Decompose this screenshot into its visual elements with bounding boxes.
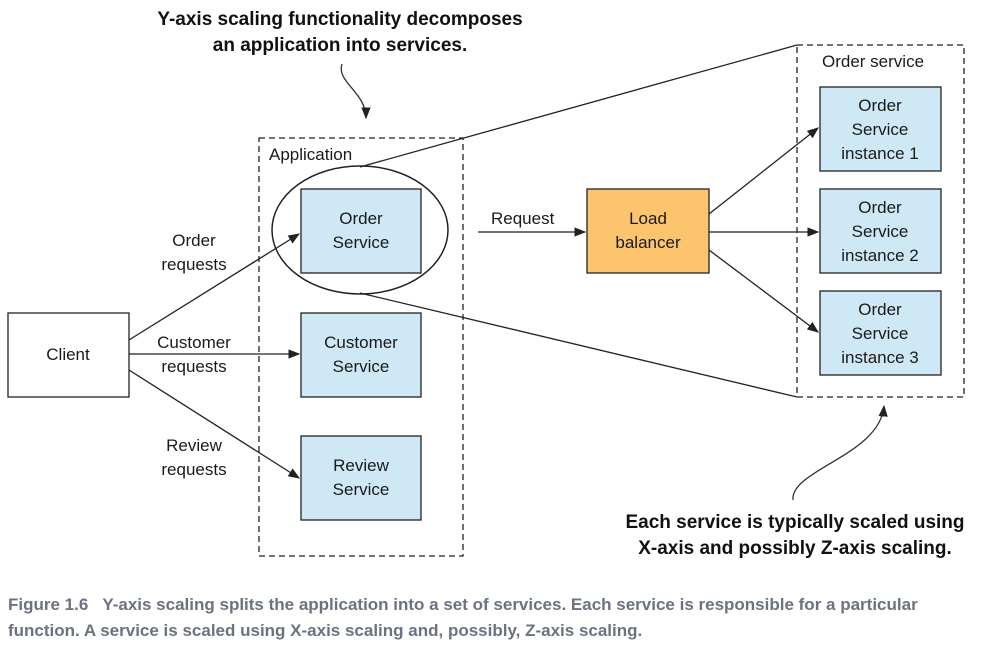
bottom-callout-pointer [792,404,888,501]
bottom-callout-line2: X-axis and possibly Z-axis scaling. [638,538,952,559]
top-callout-line1: Y-axis scaling functionality decomposes [157,9,522,30]
client-box [7,312,130,398]
instance-1-line1: Order [858,96,902,115]
review-requests-label-line2: requests [161,460,226,479]
order-service-label-line1: Order [339,209,383,228]
lb-to-instance1-arrow [708,127,819,215]
instance-1-line2: Service [852,120,909,139]
customer-requests-label-line1: Customer [157,333,231,352]
review-requests-arrow [128,369,300,479]
instance-3-line1: Order [858,300,902,319]
order-service-label-line2: Service [333,233,390,252]
figure-caption-text: Y-axis scaling splits the application in… [8,595,918,640]
order-service-container [796,44,965,398]
application-container [258,137,464,557]
instance-2-line1: Order [858,198,902,217]
customer-service-label-line2: Service [333,357,390,376]
review-requests-label-line1: Review [166,436,222,455]
zoom-line-top [359,44,798,168]
request-label: Request [491,209,555,228]
customer-service-box [300,312,422,398]
order-requests-arrow [128,233,300,341]
load-balancer-box [586,188,710,274]
instance-2-line3: instance 2 [841,246,919,265]
order-service-instance-3-box [819,290,942,376]
order-service-instance-1-box [819,86,942,172]
order-requests-label-line2: requests [161,255,226,274]
client-label: Client [46,345,90,364]
zoom-line-bottom [359,292,798,398]
review-service-box [300,435,422,521]
application-label: Application [269,145,352,164]
instance-3-line2: Service [852,324,909,343]
order-requests-label-line1: Order [172,231,216,250]
order-service-instance-2-box [819,188,942,274]
order-service-highlight-ellipse [271,165,449,295]
customer-requests-label-line2: requests [161,357,226,376]
instance-2-line2: Service [852,222,909,241]
review-service-label-line2: Service [333,480,390,499]
instance-1-line3: instance 1 [841,144,919,163]
bottom-callout-line1: Each service is typically scaled using [625,512,964,533]
top-callout-line2: an application into services. [213,35,467,56]
lb-to-instance3-arrow [708,249,819,333]
top-callout-pointer [340,63,371,120]
review-service-label-line1: Review [333,456,389,475]
order-service-container-label: Order service [822,52,924,71]
load-balancer-label-line2: balancer [615,233,681,252]
load-balancer-label-line1: Load [629,209,667,228]
order-service-box [300,188,422,274]
figure-number: Figure 1.6 [8,595,89,614]
instance-3-line3: instance 3 [841,348,919,367]
customer-service-label-line1: Customer [324,333,398,352]
